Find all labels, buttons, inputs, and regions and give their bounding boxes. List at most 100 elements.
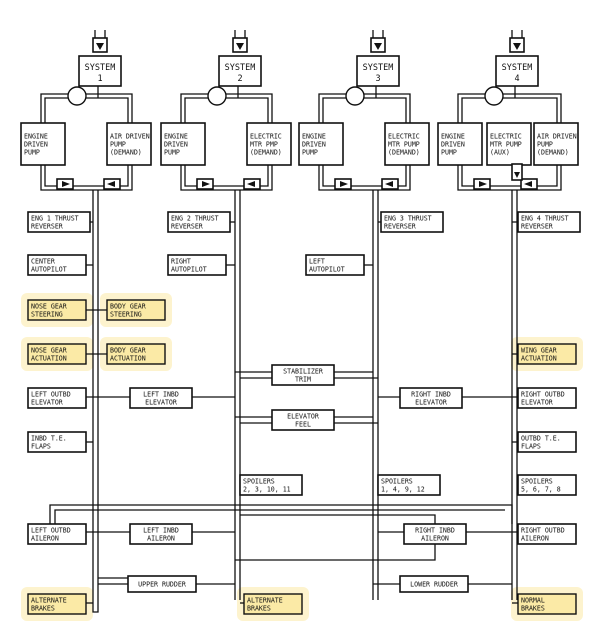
right-inbd-elevator-text: ELEVATOR bbox=[415, 398, 447, 406]
system-number: 4 bbox=[514, 74, 519, 84]
pipe-line bbox=[44, 97, 129, 128]
spoilers-2-3-10-11-text: 2, 3, 10, 11 bbox=[243, 485, 291, 493]
pump-frame bbox=[246, 122, 292, 166]
system-title: SYSTEM bbox=[225, 63, 256, 73]
eng4-thrust-reverser-text: REVERSER bbox=[521, 222, 553, 230]
wing-gear-actuation-text: ACTUATION bbox=[521, 354, 557, 362]
outbd-te-flaps-box bbox=[517, 431, 577, 453]
system-title: SYSTEM bbox=[363, 63, 394, 73]
upper-rudder[interactable]: UPPER RUDDER bbox=[127, 575, 197, 593]
body-gear-steering-text: STEERING bbox=[110, 310, 142, 318]
eng2-thrust-reverser-text: REVERSER bbox=[171, 222, 203, 230]
pipe-line bbox=[318, 165, 411, 191]
alternate-brakes-2-box bbox=[243, 593, 303, 615]
arrow-down-icon bbox=[236, 43, 244, 50]
left-autopilot-text: LEFT bbox=[309, 257, 325, 265]
arrow-left-icon bbox=[247, 181, 255, 187]
inbd-te-flaps[interactable]: INBD T.E.FLAPS bbox=[27, 431, 87, 453]
arrow-down-icon bbox=[513, 43, 521, 50]
lower-rudder-text: LOWER RUDDER bbox=[410, 580, 458, 588]
pipe-line bbox=[180, 93, 273, 128]
pump-b-text: MTR PUMP bbox=[490, 140, 522, 148]
hydraulic-lines bbox=[40, 86, 562, 613]
spoilers-2-3-10-11-box bbox=[239, 474, 303, 496]
spoilers-2-3-10-11-text: SPOILERS bbox=[243, 477, 275, 485]
left-inbd-elevator-text: ELEVATOR bbox=[145, 398, 177, 406]
pump-frame bbox=[298, 122, 344, 166]
pump-frame bbox=[106, 122, 152, 166]
normal-brakes-box bbox=[517, 593, 577, 615]
system-box-frame bbox=[78, 55, 122, 87]
right-outbd-elevator-text: RIGHT OUTBD bbox=[521, 390, 565, 398]
system-title: SYSTEM bbox=[502, 63, 533, 73]
pump-b-text: MTR PUMP bbox=[388, 140, 420, 148]
right-outbd-aileron-box bbox=[517, 523, 577, 545]
pump-c-text: PUMP bbox=[537, 140, 553, 148]
eng1-thrust-reverser-text: REVERSER bbox=[31, 222, 63, 230]
pump-a-text: PUMP bbox=[302, 148, 318, 156]
nose-gear-actuation-box bbox=[27, 343, 87, 365]
normal-brakes-text: NORMAL bbox=[521, 596, 545, 604]
system-title: SYSTEM bbox=[85, 63, 116, 73]
left-outbd-elevator-box bbox=[27, 387, 87, 409]
lower-rudder[interactable]: LOWER RUDDER bbox=[399, 575, 469, 593]
body-gear-actuation-box bbox=[106, 343, 166, 365]
arrow-left-icon bbox=[107, 181, 115, 187]
left-outbd-aileron-text: LEFT OUTBD bbox=[31, 526, 71, 534]
pump-b-text: ELECTRIC bbox=[388, 132, 420, 140]
outbd-te-flaps[interactable]: OUTBD T.E.FLAPS bbox=[517, 431, 577, 453]
alternate-brakes-1-box bbox=[27, 593, 87, 615]
pipe-line bbox=[461, 97, 558, 128]
alternate-brakes-1-text: BRAKES bbox=[31, 604, 55, 612]
pump-frame bbox=[486, 122, 532, 166]
spoilers-1-4-9-12-text: 1, 4, 9, 12 bbox=[381, 485, 425, 493]
body-gear-actuation-text: BODY GEAR bbox=[110, 346, 146, 354]
pipe-line bbox=[44, 165, 129, 187]
wing-gear-actuation-box bbox=[517, 343, 577, 365]
